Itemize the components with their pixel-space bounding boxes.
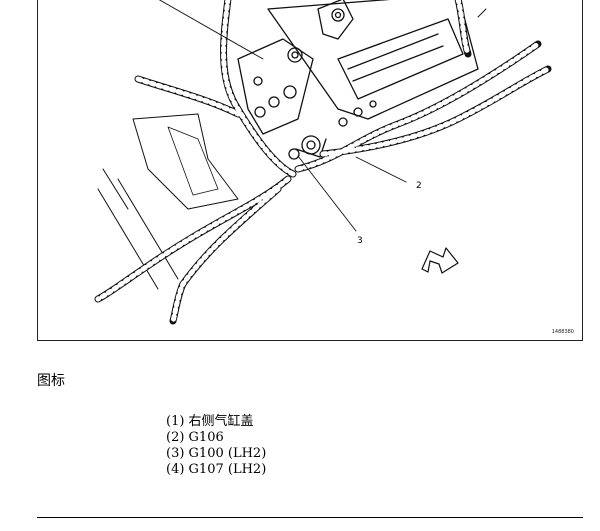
legend-list: (1) 右侧气缸盖 (2) G106 (3) G100 (LH2) (4) G1… [166, 414, 266, 478]
legend-item: (4) G107 (LH2) [166, 462, 267, 477]
figure-frame: 2 3 1488380 [37, 0, 583, 341]
legend-item: (1) 右侧气缸盖 [166, 414, 254, 429]
callout-3: 3 [357, 236, 363, 246]
figure-id-label: 1488380 [551, 329, 574, 335]
bottom-divider [37, 517, 583, 518]
engine-harness-illustration: 2 3 [94, 0, 552, 325]
legend-item: (2) G106 [166, 430, 224, 445]
callout-2: 2 [416, 181, 422, 191]
legend-title: 图标 [37, 373, 65, 389]
legend-item: (3) G100 (LH2) [166, 446, 267, 461]
